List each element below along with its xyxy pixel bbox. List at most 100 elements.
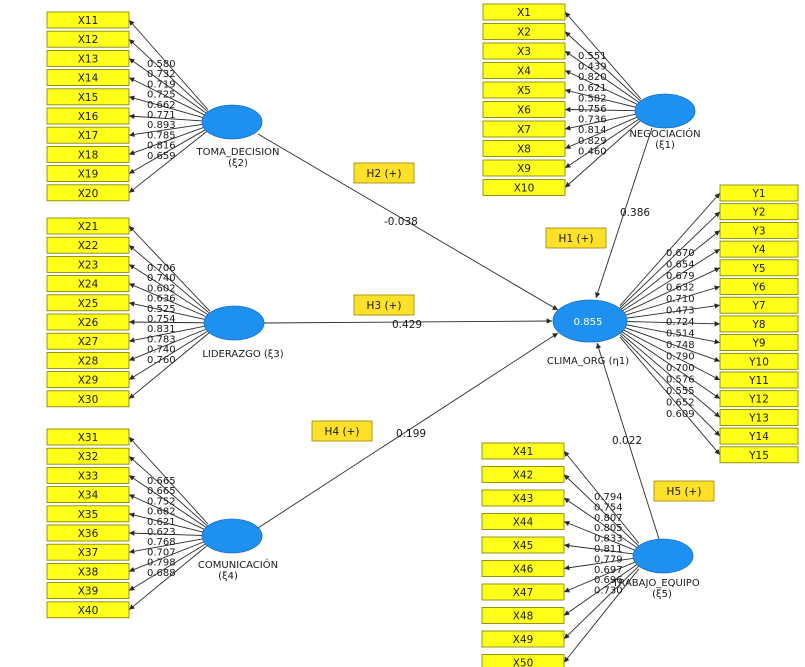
indicator-rect[interactable] (482, 81, 566, 99)
latent-ellipse-negociacion[interactable] (634, 93, 696, 129)
indicator-box-x19[interactable]: X19 (46, 165, 130, 183)
indicator-box-x42[interactable]: X42 (481, 466, 565, 483)
indicator-box-x16[interactable]: X16 (46, 107, 130, 125)
indicator-box-x39[interactable]: X39 (46, 582, 130, 599)
indicator-rect[interactable] (46, 313, 130, 331)
indicator-box-y4[interactable]: Y4 (719, 240, 799, 258)
indicator-box-x20[interactable]: X20 (46, 184, 130, 202)
indicator-box-y8[interactable]: Y8 (719, 315, 799, 333)
indicator-box-x5[interactable]: X5 (482, 81, 566, 99)
indicator-rect[interactable] (719, 296, 799, 314)
indicator-rect[interactable] (719, 221, 799, 239)
indicator-rect[interactable] (481, 654, 565, 667)
indicator-box-x7[interactable]: X7 (482, 120, 566, 138)
indicator-box-x3[interactable]: X3 (482, 42, 566, 60)
indicator-rect[interactable] (46, 466, 130, 484)
indicator-rect[interactable] (46, 50, 130, 67)
indicator-box-x33[interactable]: X33 (46, 466, 130, 484)
indicator-box-x2[interactable]: X2 (482, 23, 566, 40)
indicator-box-y10[interactable]: Y10 (719, 352, 799, 370)
indicator-rect[interactable] (719, 240, 799, 258)
indicator-rect[interactable] (46, 126, 130, 144)
indicator-box-x23[interactable]: X23 (46, 255, 130, 273)
indicator-rect[interactable] (46, 184, 130, 202)
latent-ellipse-liderazgo[interactable] (203, 305, 265, 341)
indicator-box-x14[interactable]: X14 (46, 69, 130, 86)
indicator-rect[interactable] (46, 428, 130, 446)
indicator-box-x17[interactable]: X17 (46, 126, 130, 144)
indicator-box-x41[interactable]: X41 (481, 442, 565, 460)
indicator-box-x24[interactable]: X24 (46, 275, 130, 293)
indicator-rect[interactable] (719, 315, 799, 333)
indicator-rect[interactable] (46, 486, 130, 504)
latent-ellipse-clima-org[interactable] (552, 299, 628, 343)
indicator-rect[interactable] (46, 275, 130, 293)
indicator-rect[interactable] (46, 371, 130, 389)
indicator-box-x28[interactable]: X28 (46, 351, 130, 369)
indicator-box-x22[interactable]: X22 (46, 236, 130, 254)
latent-trabajo-equipo[interactable]: TRABAJO_EQUIPO (ξ5) (611, 538, 700, 600)
indicator-box-y7[interactable]: Y7 (719, 296, 799, 314)
indicator-rect[interactable] (482, 42, 566, 60)
indicator-rect[interactable] (719, 259, 799, 277)
indicator-box-x31[interactable]: X31 (46, 428, 130, 446)
indicator-rect[interactable] (719, 278, 799, 295)
indicator-box-x38[interactable]: X38 (46, 563, 130, 580)
indicator-box-y15[interactable]: Y15 (719, 446, 799, 464)
indicator-rect[interactable] (481, 466, 565, 483)
indicator-rect[interactable] (46, 582, 130, 599)
indicator-rect[interactable] (719, 408, 799, 426)
indicator-rect[interactable] (481, 607, 565, 624)
indicator-rect[interactable] (46, 390, 130, 408)
indicator-rect[interactable] (482, 159, 566, 177)
indicator-box-y6[interactable]: Y6 (719, 278, 799, 295)
indicator-box-x32[interactable]: X32 (46, 447, 130, 465)
indicator-box-x27[interactable]: X27 (46, 332, 130, 350)
indicator-rect[interactable] (46, 351, 130, 369)
indicator-box-x9[interactable]: X9 (482, 159, 566, 177)
indicator-box-x46[interactable]: X46 (481, 560, 565, 577)
indicator-rect[interactable] (719, 390, 799, 408)
indicator-rect[interactable] (719, 371, 799, 389)
indicator-box-y11[interactable]: Y11 (719, 371, 799, 389)
indicator-rect[interactable] (46, 11, 130, 29)
indicator-rect[interactable] (46, 217, 130, 235)
indicator-box-y1[interactable]: Y1 (719, 184, 799, 202)
indicator-rect[interactable] (481, 630, 565, 648)
indicator-rect[interactable] (46, 447, 130, 465)
indicator-rect[interactable] (482, 179, 566, 196)
indicator-box-x29[interactable]: X29 (46, 371, 130, 389)
indicator-rect[interactable] (481, 513, 565, 530)
indicator-box-y12[interactable]: Y12 (719, 390, 799, 408)
indicator-box-x12[interactable]: X12 (46, 30, 130, 48)
latent-negociacion[interactable]: NEGOCIACIÓN (ξ1) (629, 93, 701, 151)
indicator-rect[interactable] (719, 446, 799, 464)
indicator-rect[interactable] (46, 107, 130, 125)
indicator-box-x25[interactable]: X25 (46, 294, 130, 312)
indicator-box-x50[interactable]: X50 (481, 654, 565, 667)
indicator-box-x48[interactable]: X48 (481, 607, 565, 624)
indicator-rect[interactable] (46, 601, 130, 619)
indicator-rect[interactable] (46, 524, 130, 542)
indicator-box-x8[interactable]: X8 (482, 140, 566, 157)
indicator-box-x21[interactable]: X21 (46, 217, 130, 235)
latent-ellipse-comunicacion[interactable] (201, 518, 263, 554)
indicator-rect[interactable] (482, 140, 566, 157)
indicator-box-x1[interactable]: X1 (482, 3, 566, 21)
latent-ellipse-toma-decision[interactable] (201, 104, 263, 140)
indicator-rect[interactable] (46, 294, 130, 312)
indicator-box-y14[interactable]: Y14 (719, 427, 799, 445)
indicator-rect[interactable] (481, 583, 565, 601)
indicator-box-x18[interactable]: X18 (46, 145, 130, 163)
indicator-box-x15[interactable]: X15 (46, 88, 130, 106)
indicator-rect[interactable] (482, 120, 566, 138)
indicator-rect[interactable] (719, 203, 799, 221)
indicator-rect[interactable] (482, 23, 566, 40)
indicator-rect[interactable] (46, 236, 130, 254)
indicator-box-x4[interactable]: X4 (482, 62, 566, 79)
indicator-rect[interactable] (46, 145, 130, 163)
indicator-box-x47[interactable]: X47 (481, 583, 565, 601)
indicator-box-x40[interactable]: X40 (46, 601, 130, 619)
indicator-rect[interactable] (719, 427, 799, 445)
indicator-box-x35[interactable]: X35 (46, 505, 130, 523)
